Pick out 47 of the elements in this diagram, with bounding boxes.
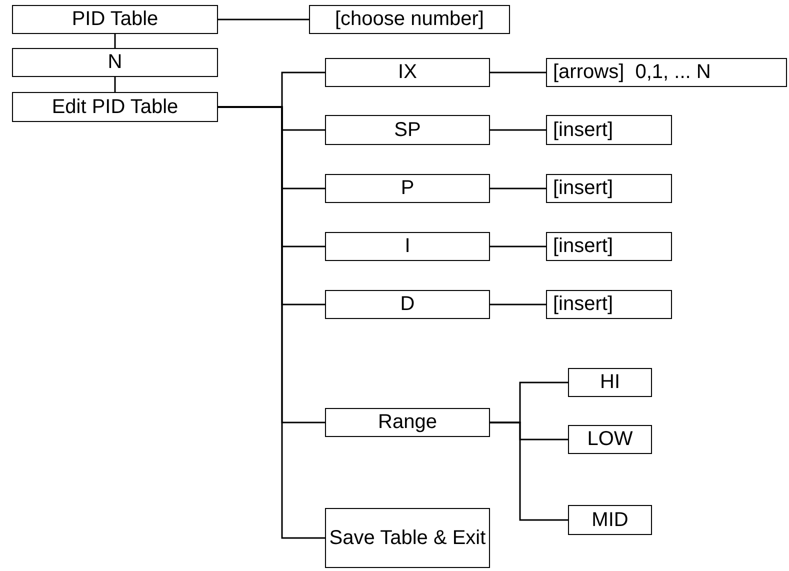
menu-label: PID Table: [72, 8, 158, 31]
menu-box: [546, 115, 672, 145]
menu-label: MID: [592, 508, 628, 532]
menu-label: Save Table & Exit: [329, 526, 486, 550]
connector-line: [490, 129, 546, 131]
menu-label: [choose number]: [335, 8, 484, 31]
connector-line: [490, 304, 546, 306]
menu-label: SP: [394, 118, 421, 142]
connector-line: [490, 422, 568, 521]
menu-box: [546, 290, 672, 319]
menu-label: [insert]: [553, 235, 614, 258]
connector-line: [490, 188, 546, 190]
menu-box: [309, 5, 510, 34]
menu-label: [arrows] 0,1, ... N: [553, 61, 711, 84]
menu-label: Range: [378, 411, 437, 434]
menu-label: [insert]: [553, 177, 614, 200]
menu-box: [12, 92, 218, 122]
menu-box: [325, 408, 490, 437]
menu-box: [12, 48, 218, 77]
connector-line: [114, 77, 116, 92]
menu-label: N: [108, 51, 122, 74]
menu-label: Edit PID Table: [52, 96, 178, 118]
menu-box: [546, 232, 672, 261]
menu-box: [325, 290, 490, 319]
menu-label: [insert]: [553, 118, 614, 142]
connector-line: [490, 246, 546, 248]
connector-line: [218, 18, 309, 20]
menu-box: [546, 58, 787, 87]
menu-box: [325, 508, 490, 568]
menu-box: [568, 425, 652, 454]
menu-label: P: [400, 177, 414, 200]
menu-box: [568, 505, 652, 535]
menu-box: [568, 368, 652, 397]
menu-box: [546, 174, 672, 203]
menu-label: IX: [398, 61, 417, 84]
menu-box: [325, 58, 490, 87]
menu-box: [325, 115, 490, 145]
connector-line: [114, 34, 116, 48]
menu-box: [325, 174, 490, 203]
menu-label: D: [400, 293, 415, 316]
menu-label: LOW: [587, 428, 633, 451]
menu-label: I: [404, 235, 410, 258]
menu-label: [insert]: [553, 293, 614, 316]
menu-box: [12, 5, 218, 34]
menu-label: HI: [600, 371, 620, 394]
menu-box: [325, 232, 490, 261]
connector-line: [490, 72, 546, 74]
